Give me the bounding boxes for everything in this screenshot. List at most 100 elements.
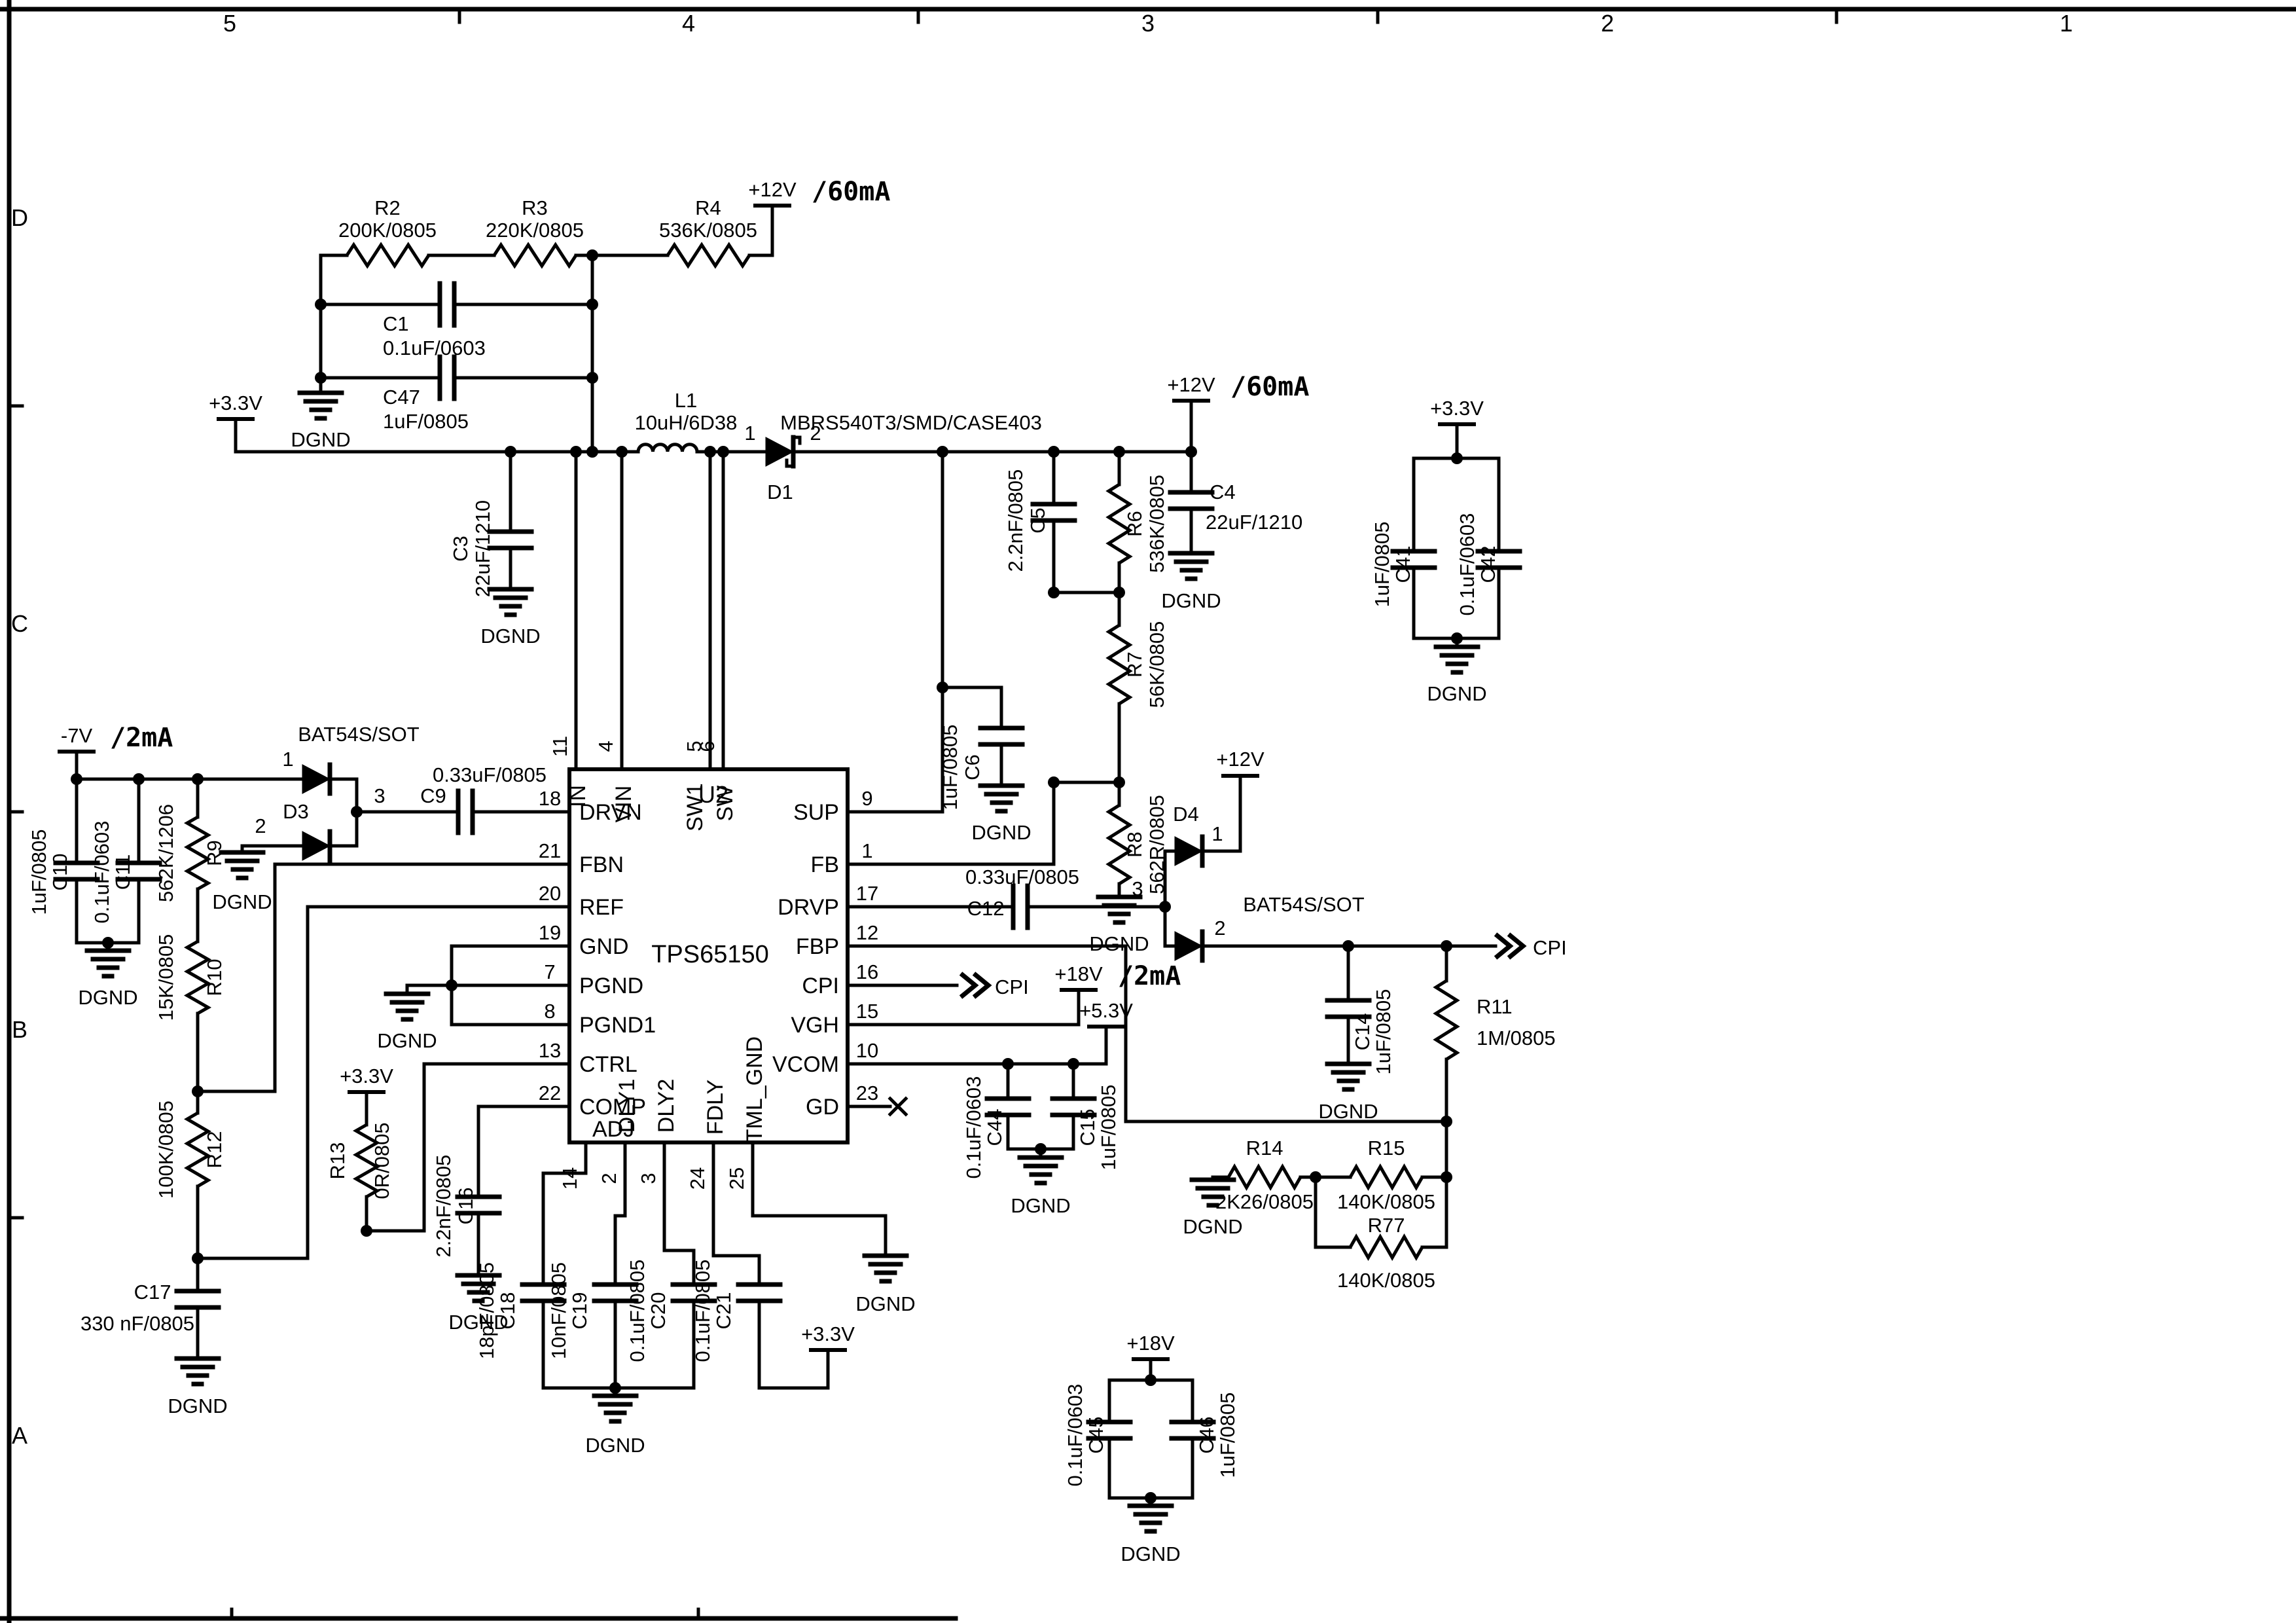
label-ref-R6: R6 xyxy=(1123,511,1146,537)
label-pinname-DLY1: DLY1 xyxy=(615,1079,639,1133)
label-pinname-VGH: VGH xyxy=(791,1013,839,1038)
junction-dot xyxy=(192,773,204,785)
label-pinnum-3: 3 xyxy=(637,1173,660,1184)
label-ref-R4: R4 xyxy=(695,196,721,219)
label-gnd-top: DGND xyxy=(291,428,350,451)
label-val-C5: 2.2nF/0805 xyxy=(1004,469,1027,572)
junction-dot xyxy=(570,446,582,458)
label-ref-C6: C6 xyxy=(961,754,984,780)
label-B: B xyxy=(12,1016,27,1043)
junction-dot xyxy=(505,446,516,458)
label-3: 3 xyxy=(1141,10,1155,37)
label-pinname-GND: GND xyxy=(579,934,629,959)
junction-dot xyxy=(1145,1492,1157,1504)
label-gnd-C4: DGND xyxy=(1161,589,1221,612)
label-A: A xyxy=(12,1422,27,1449)
label-pinname-CPI: CPI xyxy=(802,974,839,998)
label-val-R13: 0R/0805 xyxy=(370,1122,393,1199)
label-1: 1 xyxy=(2060,10,2073,37)
label-ref-R3: R3 xyxy=(522,196,548,219)
label-pinname-SW: SW xyxy=(713,786,738,822)
label-pinnum-19: 19 xyxy=(539,921,561,944)
label-val-C20: 0.1uF/0805 xyxy=(626,1260,649,1362)
label-val-C17: 330 nF/0805 xyxy=(81,1312,194,1335)
label-val-C18: 18pF/0805 xyxy=(475,1262,498,1359)
label-pinnum-16: 16 xyxy=(856,960,878,983)
junction-dot xyxy=(937,682,948,693)
label-pin2-D1: 2 xyxy=(810,422,821,445)
label-ref-R12: R12 xyxy=(203,1131,226,1169)
label-val-C41: 1uF/0805 xyxy=(1371,522,1393,608)
label-pinname-ADJ: ADJ xyxy=(592,1117,634,1142)
label-ref-R15: R15 xyxy=(1368,1137,1405,1159)
label-pinname-VIN: VIN xyxy=(611,786,636,823)
label-gnd-C41: DGND xyxy=(1427,682,1486,705)
label-pin2-D3: 2 xyxy=(255,814,266,837)
label-pinnum-15: 15 xyxy=(856,1000,878,1023)
label-ref-C16: C16 xyxy=(454,1188,477,1225)
label-pinname-DRVN: DRVN xyxy=(579,800,642,825)
label-pinnum-8: 8 xyxy=(544,1000,555,1023)
label-pinnum-13: 13 xyxy=(539,1039,561,1062)
label-pinnum-6: 6 xyxy=(696,740,719,752)
junction-dot xyxy=(1113,446,1125,458)
label-val-R3: 220K/0805 xyxy=(486,219,584,242)
chevron-output-icon xyxy=(959,972,979,999)
resistor-R11 xyxy=(1433,979,1460,1061)
label-gnd-C17: DGND xyxy=(168,1395,227,1417)
label-val-C15: 1uF/0805 xyxy=(1097,1085,1120,1171)
junction-dot xyxy=(1048,587,1060,598)
diode-D4-bottom xyxy=(1174,931,1204,961)
chevron-output-icon xyxy=(972,972,992,999)
label-pinname-VCOM: VCOM xyxy=(772,1052,839,1077)
label-ref-C5: C5 xyxy=(1026,507,1049,534)
label-val-R15: 140K/0805 xyxy=(1337,1190,1435,1213)
label-pin2-D4: 2 xyxy=(1214,917,1225,939)
chevron-output-icon xyxy=(1494,932,1514,960)
label-pinnum-22: 22 xyxy=(539,1082,561,1104)
label-val-C10: 1uF/0805 xyxy=(27,830,50,915)
label-ref-D1: D1 xyxy=(767,481,793,503)
label-ref-C46: C46 xyxy=(1195,1417,1218,1454)
junction-dot xyxy=(1310,1171,1321,1183)
junction-dot xyxy=(192,1085,204,1097)
junction-dot xyxy=(1035,1143,1047,1155)
label-D: D xyxy=(11,204,28,231)
label-val-C3: 22uF/1210 xyxy=(471,500,494,597)
label-ref-R10: R10 xyxy=(203,959,226,996)
label-ref-R8: R8 xyxy=(1123,831,1146,858)
label-pin1-D3: 1 xyxy=(282,748,293,771)
label-pinname-PGND1: PGND1 xyxy=(579,1013,656,1038)
label-val-C42: 0.1uF/0603 xyxy=(1456,513,1479,616)
label-net-18v-c45: +18V xyxy=(1126,1332,1175,1355)
label-5: 5 xyxy=(223,10,236,37)
label-val-C44: 0.1uF/0603 xyxy=(962,1076,985,1179)
label-ref-C3: C3 xyxy=(449,536,472,562)
resistor-R3 xyxy=(492,242,578,269)
label-pinnum-21: 21 xyxy=(539,839,561,862)
label-val-C46: 1uF/0805 xyxy=(1216,1393,1239,1478)
junction-dot xyxy=(192,1252,204,1264)
label-pin1-D4: 1 xyxy=(1211,822,1223,845)
junction-dot xyxy=(1113,587,1125,598)
label-pinname-FDLY: FDLY xyxy=(703,1080,728,1135)
label-val-C12: 0.33uF/0805 xyxy=(965,866,1079,888)
junction-dot xyxy=(102,937,114,949)
label-val-R8: 562R/0805 xyxy=(1145,795,1168,894)
label-pinname-FBP: FBP xyxy=(796,934,839,959)
junction-dot xyxy=(704,446,716,458)
resistor-R14 xyxy=(1227,1163,1302,1192)
label-gnd-C14: DGND xyxy=(1318,1100,1378,1123)
label-ref-C41: C41 xyxy=(1391,546,1414,583)
junction-dot xyxy=(1185,446,1197,458)
junction-dot xyxy=(586,372,598,384)
label-ref-R13: R13 xyxy=(326,1142,349,1180)
label-val-R6: 536K/0805 xyxy=(1145,475,1168,573)
label-ref-C11: C11 xyxy=(111,854,134,890)
label-pin1-D1: 1 xyxy=(744,422,755,445)
label-ref-C17: C17 xyxy=(134,1281,171,1304)
resistor-R77 xyxy=(1348,1233,1424,1262)
label-ref-U2: U2 xyxy=(698,781,728,808)
label-pinnum-7: 7 xyxy=(544,960,555,983)
